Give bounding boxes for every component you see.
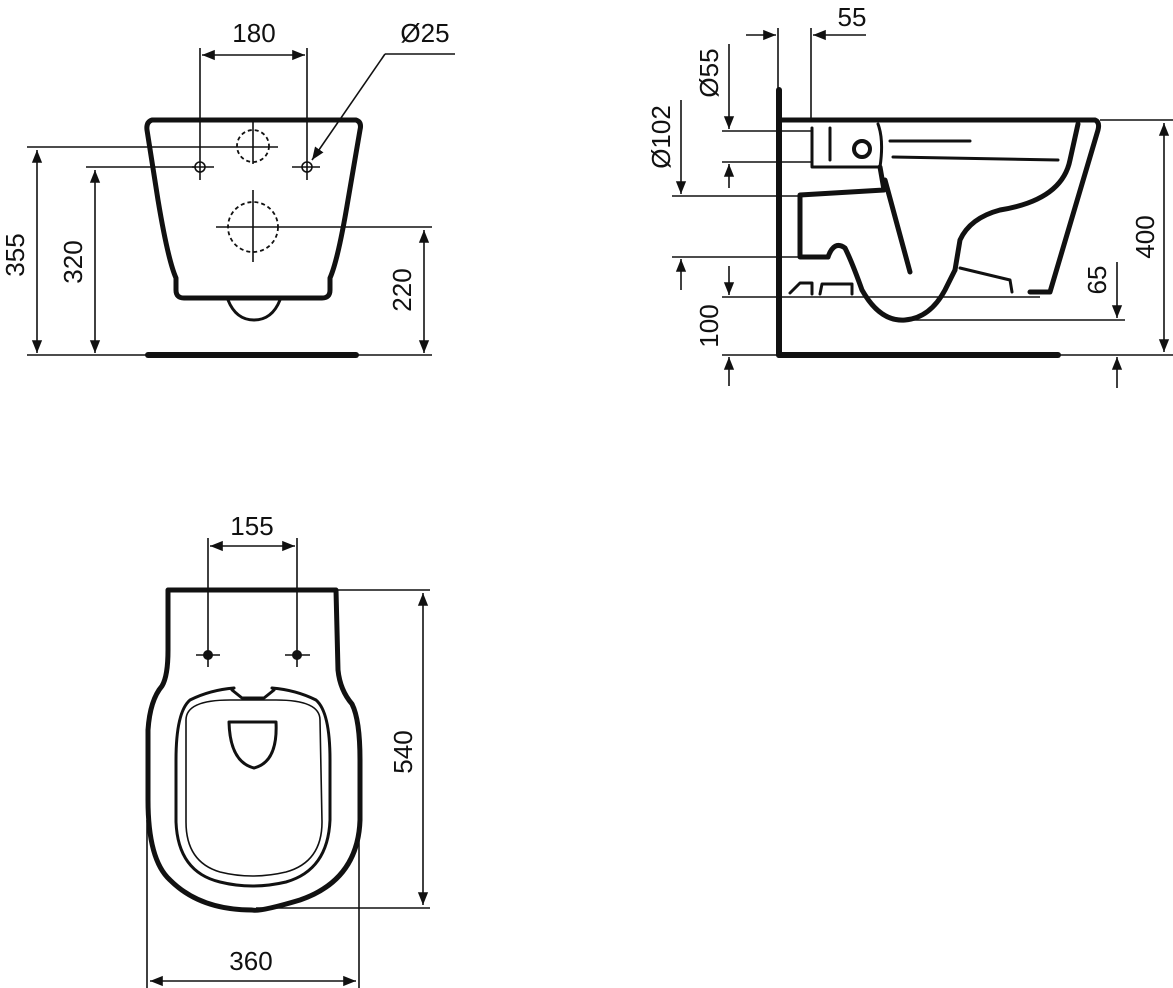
dim-outlet-diameter: Ø102 <box>646 105 676 169</box>
dim-width: 360 <box>229 946 272 976</box>
front-outlet-bottom <box>226 298 282 322</box>
dim-bowl-height: 400 <box>1130 215 1160 258</box>
dim-height-355: 355 <box>0 233 30 276</box>
dim-inlet-diameter: Ø55 <box>694 48 724 97</box>
dim-hole-spacing: 180 <box>232 18 275 48</box>
dim-bottom-offset: 65 <box>1082 266 1112 295</box>
dim-length: 540 <box>388 730 418 773</box>
dim-height-320: 320 <box>58 240 88 283</box>
seat-outline <box>174 686 332 888</box>
dim-seat-hole-spacing: 155 <box>230 511 273 541</box>
front-body-outline <box>144 117 363 301</box>
dim-height-220: 220 <box>387 268 417 311</box>
front-view: 180 Ø25 355 320 220 <box>0 18 455 358</box>
top-view: 155 540 360 <box>145 511 430 988</box>
top-outline <box>145 587 363 913</box>
dim-inlet-offset: 55 <box>838 2 867 32</box>
dim-floor-clearance: 100 <box>694 304 724 347</box>
lid-handle <box>227 720 278 770</box>
inlet-ring <box>852 139 872 159</box>
dim-hole-diameter: Ø25 <box>400 18 449 48</box>
side-view: Ø55 Ø102 55 100 400 65 <box>646 2 1173 388</box>
